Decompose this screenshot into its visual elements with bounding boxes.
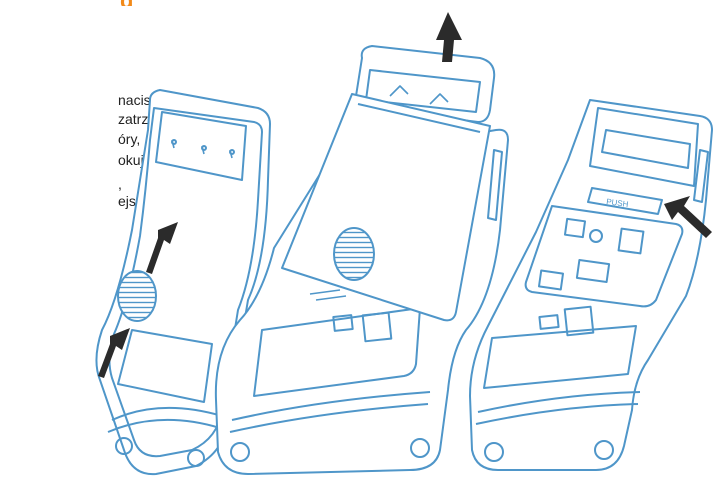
device-illustration: PUSH bbox=[0, 0, 716, 480]
